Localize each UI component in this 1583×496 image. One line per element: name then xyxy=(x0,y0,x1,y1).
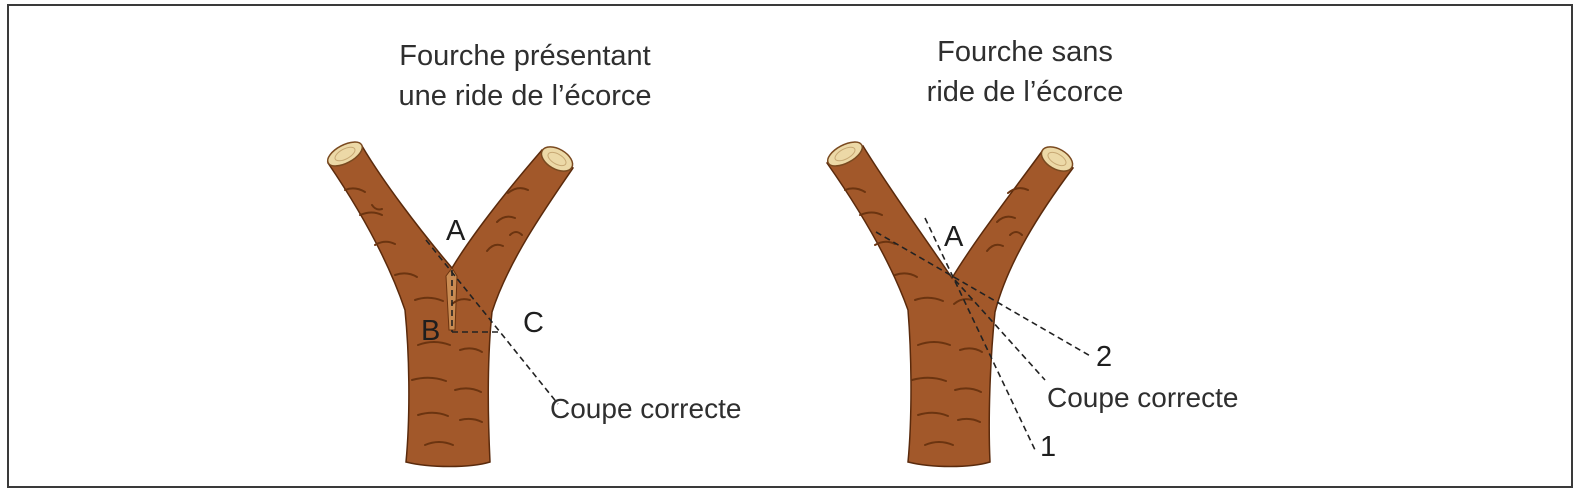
right-cut-line-1 xyxy=(924,217,1037,453)
right-fork-right-cut-ring xyxy=(1047,151,1067,167)
right-cut-label: Coupe correcte xyxy=(1047,382,1238,413)
right-fork-left-cut-ring xyxy=(834,146,856,162)
left-fork-left-cut-ring xyxy=(334,146,356,162)
right-fork-bark-texture xyxy=(844,187,1029,446)
left-fork-illustration xyxy=(326,141,575,468)
right-fork-illustration xyxy=(825,141,1093,468)
left-label-a: A xyxy=(446,215,466,247)
right-fork-title: Fourche sans ride de l’écorce xyxy=(845,32,1205,112)
left-correct-cut-line xyxy=(425,239,559,405)
right-fork-branch xyxy=(825,145,1075,468)
right-title-line-2: ride de l’écorce xyxy=(926,76,1124,108)
left-cut-label: Coupe correcte xyxy=(550,393,741,424)
right-fork-cut-lines xyxy=(875,217,1093,453)
right-label-2: 2 xyxy=(1096,341,1112,373)
left-label-b: B xyxy=(421,315,440,347)
left-fork-bark-ridge xyxy=(445,267,458,331)
right-label-1: 1 xyxy=(1040,431,1056,463)
left-fork-bark-texture xyxy=(344,187,529,446)
right-title-line-1: Fourche sans xyxy=(937,36,1113,68)
right-cut-line-2 xyxy=(875,231,1093,358)
right-correct-cut-line xyxy=(954,279,1046,381)
figure-frame xyxy=(7,4,1573,488)
left-fork-right-cut-ring xyxy=(547,151,567,167)
left-fork-cut-lines xyxy=(425,239,559,405)
left-title-line-2: une ride de l’écorce xyxy=(398,80,652,112)
left-label-c: C xyxy=(523,307,544,339)
left-title-line-1: Fourche présentant xyxy=(399,40,651,72)
right-label-a: A xyxy=(944,221,964,253)
left-fork-title: Fourche présentant une ride de l’écorce xyxy=(345,36,705,116)
